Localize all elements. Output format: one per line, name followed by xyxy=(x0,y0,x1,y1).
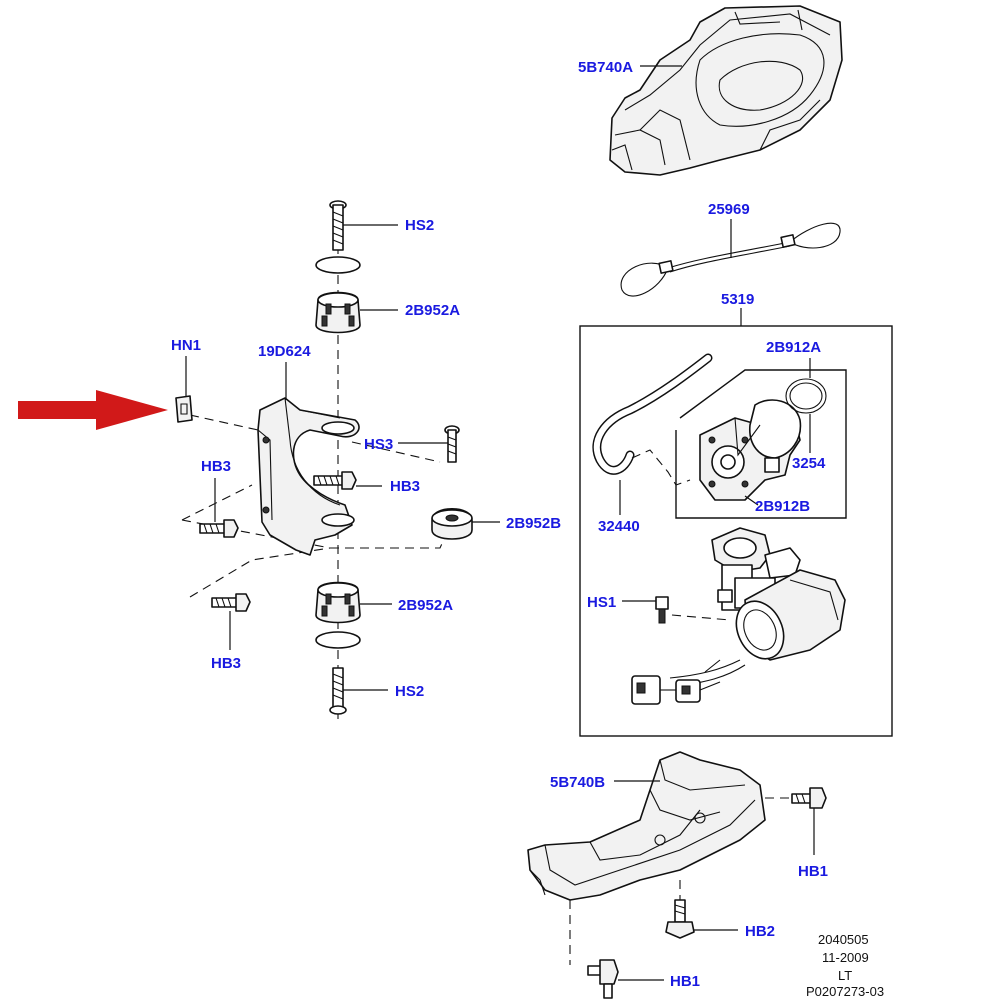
isolator-2B952A-bottom xyxy=(315,581,361,624)
isolator-2B952A-top xyxy=(315,291,361,334)
filter-housing-2B912B xyxy=(699,399,802,501)
washer-top xyxy=(315,256,361,274)
callout-2B952A-top: 2B952A xyxy=(405,302,460,319)
callout-5B740B: 5B740B xyxy=(550,774,605,791)
callout-HS2-top: HS2 xyxy=(405,217,434,234)
callout-2B952B: 2B952B xyxy=(506,515,561,532)
screw-HS3 xyxy=(444,425,460,463)
callout-HB1-right: HB1 xyxy=(798,863,828,880)
callout-HB3-bottom: HB3 xyxy=(211,655,241,672)
callout-2B912B: 2B912B xyxy=(755,498,810,515)
compressor-group-box xyxy=(579,325,893,737)
callout-5B740A: 5B740A xyxy=(578,59,633,76)
doc-reference-text: P0207273-03 xyxy=(806,984,885,999)
cable-tie-25969 xyxy=(620,222,841,297)
upper-cover-5B740A xyxy=(609,5,843,176)
callout-32440: 32440 xyxy=(598,518,640,535)
doc-number: 2040505 xyxy=(818,932,869,947)
bolt-HB3-bottom xyxy=(211,593,251,612)
screw-HS2-bottom xyxy=(329,667,347,715)
bolt-HB3-mid xyxy=(313,471,357,490)
sensor-HS1 xyxy=(655,596,669,624)
callout-25969: 25969 xyxy=(708,201,750,218)
callout-HS3: HS3 xyxy=(364,436,393,453)
screw-HS2-top xyxy=(329,200,347,251)
lower-tray-5B740B xyxy=(527,751,766,901)
bolt-HB1-bottom xyxy=(587,959,619,999)
bolt-HB1-right xyxy=(791,787,827,809)
callout-HN1: HN1 xyxy=(171,337,201,354)
callout-HB3-left: HB3 xyxy=(201,458,231,475)
bolt-HB2 xyxy=(665,899,695,939)
callout-3254: 3254 xyxy=(792,455,826,472)
callout-HB1-bottom: HB1 xyxy=(670,973,700,990)
filter-sub-box xyxy=(675,369,847,519)
bracket-19D624 xyxy=(257,397,360,556)
callout-HS2-bottom: HS2 xyxy=(395,683,424,700)
red-arrow-icon xyxy=(18,390,168,430)
o-ring-3254 xyxy=(785,378,827,414)
hose-32440 xyxy=(592,353,713,475)
nut-HN1 xyxy=(175,395,193,423)
callout-19D624: 19D624 xyxy=(258,343,311,360)
doc-date: 11-2009 xyxy=(822,950,869,965)
callout-HB2: HB2 xyxy=(745,923,775,940)
isolator-2B952B xyxy=(431,508,473,540)
callout-2B952A-bottom: 2B952A xyxy=(398,597,453,614)
callout-HS1: HS1 xyxy=(587,594,616,611)
callout-5319: 5319 xyxy=(721,291,754,308)
callout-HB3-mid: HB3 xyxy=(390,478,420,495)
callout-2B912A: 2B912A xyxy=(766,339,821,356)
bolt-HB3-left xyxy=(199,519,239,538)
air-compressor-assembly xyxy=(631,527,846,705)
doc-code: LT xyxy=(838,968,852,983)
washer-bottom xyxy=(315,631,361,649)
